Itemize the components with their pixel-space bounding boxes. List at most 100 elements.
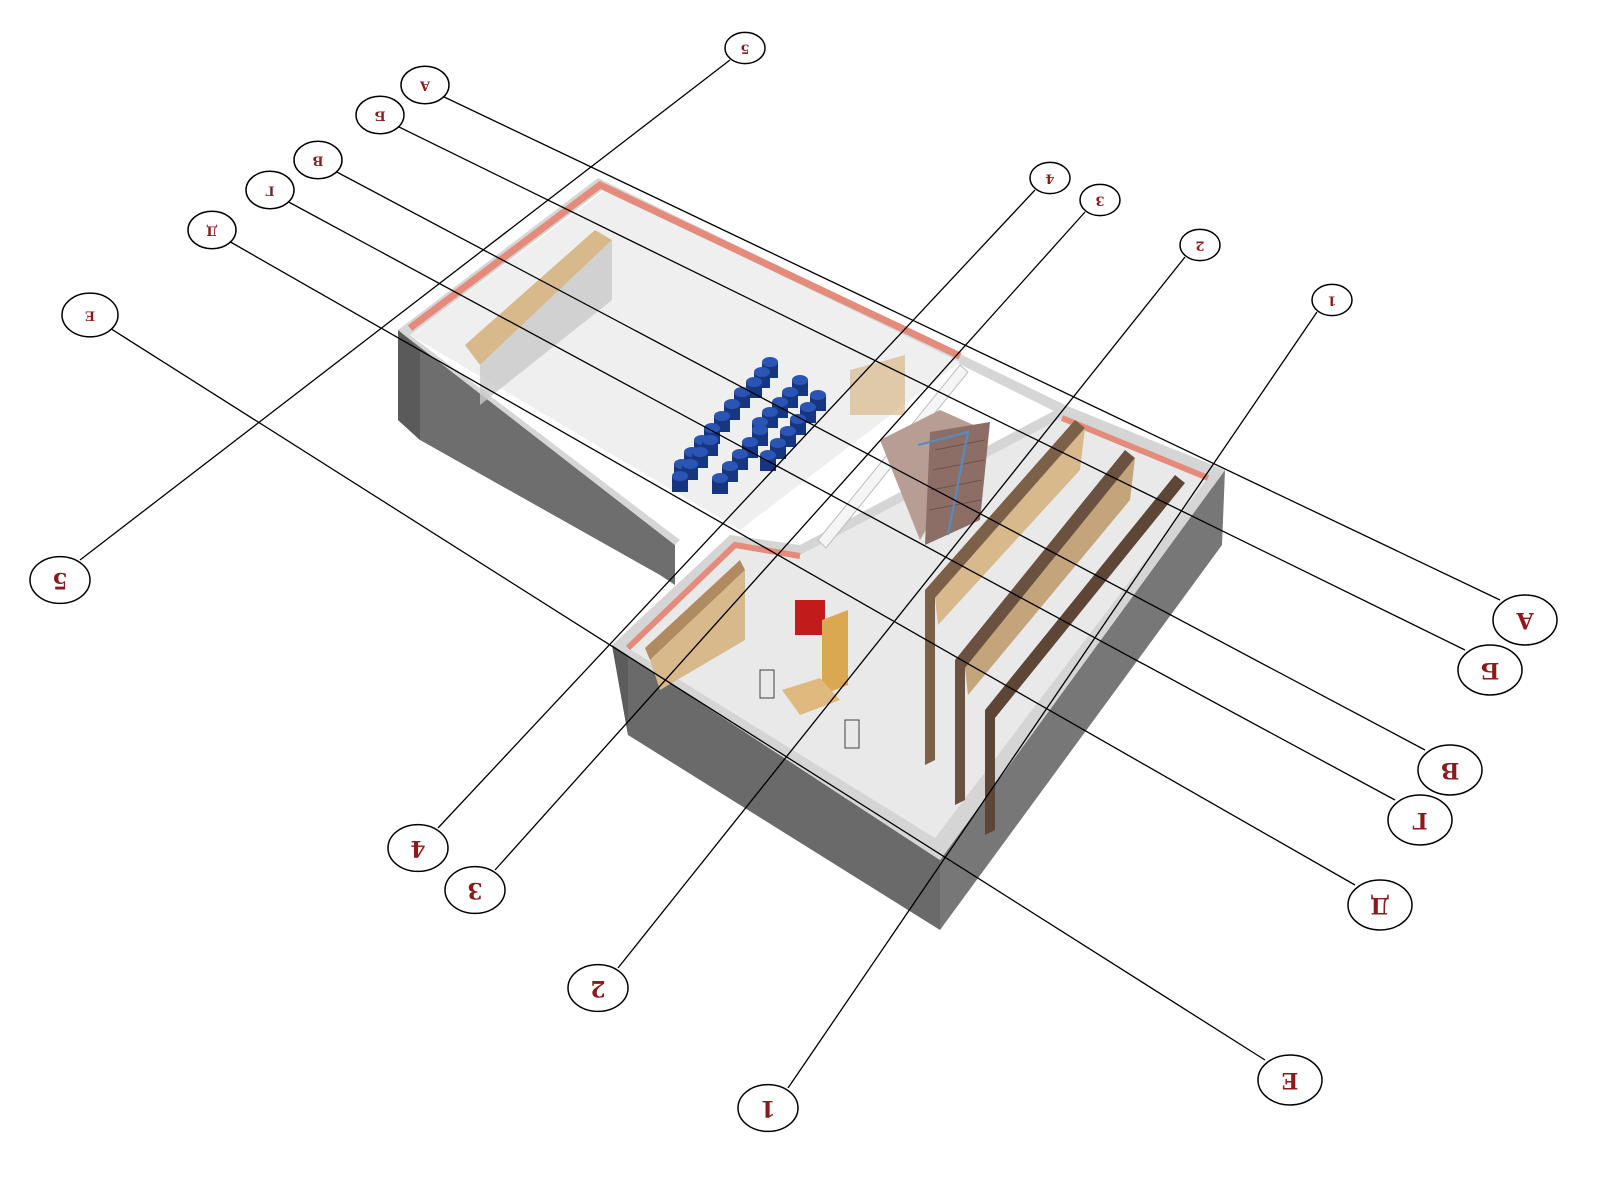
main-block-front-wall [398,330,675,585]
red-cabinet [795,600,848,695]
axis-bubble-circle [1311,283,1353,317]
axis-label: В [313,153,324,168]
axis-bubble-circle [245,170,295,210]
axis-label: 2 [590,975,605,1001]
main-block-insulation [407,180,962,360]
axis-bubble-circle [444,865,506,915]
axis-line [226,239,1356,886]
axis-bubble-number-bottom: 2 [567,963,629,1013]
main-block-rim [398,178,1068,545]
axis-bubble-number-top: 1 [1311,283,1353,317]
axis-label: Д [1370,892,1390,918]
barrel [672,471,688,492]
axis-bubble-circle [1457,644,1523,696]
axis-bubble-letter-top: В [293,140,343,180]
axis-bubble-letter-top: А [400,65,450,105]
barrel-group [672,357,826,494]
axis-label: 4 [410,835,425,861]
axis-label: 4 [1045,171,1054,186]
lower-block-front-wall [612,645,940,930]
axis-label: А [1516,607,1534,633]
barrel [746,377,762,398]
building-model [398,178,1225,930]
axis-label: Д [206,223,218,238]
axis-bubble-number-top: 4 [1029,161,1071,195]
axis-label: Г [1412,807,1427,833]
axis-line [437,189,1036,829]
axis-bubble-number-bottom: 1 [737,1083,799,1133]
main-block-left-wall [398,330,420,440]
axis-line [394,124,1466,651]
axis-label: 2 [1195,238,1204,253]
lower-block-floor [628,418,1208,838]
axis-bubble-circle [61,292,119,338]
axis-line [439,94,1501,601]
axis-bubble-number-bottom: 5 [29,555,91,605]
axis-line [494,211,1086,871]
axis-label: Е [1282,1067,1299,1093]
axis-bubble-circle [724,31,766,65]
storage-racks-right [925,420,1185,835]
axis-bubble-circle [1347,879,1413,931]
axis-bubble-letter-bottom: В [1417,744,1483,796]
axis-line [104,324,1266,1061]
axis-bubble-letter-bottom: А [1492,594,1558,646]
axis-line [332,169,1426,751]
axis-bubble-circle [567,963,629,1013]
axis-label: Б [1481,657,1500,683]
axis-bubble-letter-top: Б [355,95,405,135]
storage-shelving-left [465,230,612,405]
axis-label: Б [374,108,385,123]
axis-bubble-circle [1417,744,1483,796]
storage-shelving-far-right [850,355,905,415]
axis-bubble-letter-bottom: Е [1257,1054,1323,1106]
axis-bubble-letter-top: Е [61,292,119,338]
barrel [712,473,728,494]
axis-bubble-circle [1492,594,1558,646]
axis-bubble-number-top: 2 [1179,228,1221,262]
axis-label: А [419,78,430,93]
axis-bubble-number-bottom: 4 [387,823,449,873]
barrel [732,449,748,470]
axis-line [79,59,731,561]
axis-bubble-letter-top: Д [187,210,237,250]
axis-label: 5 [740,41,749,56]
axis-label: 5 [52,567,67,593]
axis-bubble-number-top: 5 [724,31,766,65]
lower-block-right-wall [940,470,1225,930]
axis-label: 1 [760,1095,775,1121]
axis-line [284,199,1396,801]
storage-shelving-front-room [645,560,745,690]
axis-bubble-number-bottom: 3 [444,865,506,915]
axis-label: 3 [467,877,482,903]
axis-bubble-letter-bottom: Б [1457,644,1523,696]
axis-bubble-circle [400,65,450,105]
axis-bubble-circle [737,1083,799,1133]
axis-label: 1 [1327,293,1336,308]
axis-bubble-circle [1179,228,1221,262]
axis-bubble-letter-bottom: Г [1387,794,1453,846]
axis-label: 3 [1095,193,1104,208]
axis-label: Г [265,183,274,198]
axis-line [617,256,1186,969]
lower-block-insulation [625,541,801,651]
lower-block-left-wall [612,645,628,735]
table-with-chairs [759,669,860,749]
axis-bubble-circle [293,140,343,180]
axis-bubble-number-top: 3 [1079,183,1121,217]
axis-bubble-letter-bottom: Д [1347,879,1413,931]
axis-bubble-circle [1257,1054,1323,1106]
axis-bubble-circle [1029,161,1071,195]
axis-bubble-circle [387,823,449,873]
right-block-insulation [1060,415,1210,481]
axis-bubble-letter-top: Г [245,170,295,210]
axis-bubble-circle [187,210,237,250]
axis-label: В [1441,757,1460,783]
barrel [800,402,816,423]
axis-line [787,311,1318,1089]
axis-label: Е [85,308,95,323]
axis-bubble-circle [1079,183,1121,217]
axis-bubble-circle [29,555,91,605]
